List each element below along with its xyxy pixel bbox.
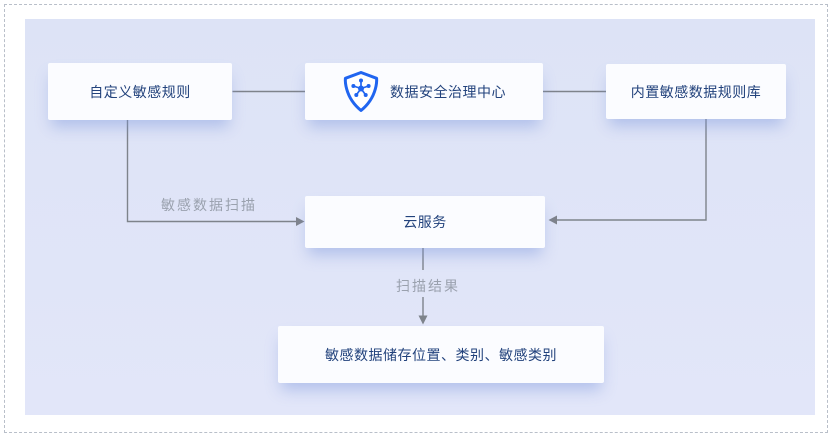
edge-label-sensitive-data-scan: 敏感数据扫描 <box>161 197 257 213</box>
molecule-glyph <box>351 78 371 97</box>
edge-label-scan-result: 扫描结果 <box>396 278 460 294</box>
node-data-security-governance-center-label: 数据安全治理中心 <box>390 83 506 100</box>
node-scan-result-output-label: 敏感数据储存位置、类别、敏感类别 <box>325 346 557 363</box>
node-builtin-sensitive-data-rule-library-label: 内置敏感数据规则库 <box>630 83 762 100</box>
node-data-security-governance-center: 数据安全治理中心 <box>305 63 543 120</box>
node-custom-sensitive-rules: 自定义敏感规则 <box>48 63 232 120</box>
node-builtin-sensitive-data-rule-library: 内置敏感数据规则库 <box>606 64 786 119</box>
node-scan-result-output: 敏感数据储存位置、类别、敏感类别 <box>278 326 604 383</box>
node-custom-sensitive-rules-label: 自定义敏感规则 <box>89 83 191 100</box>
shield-molecule-icon <box>343 70 379 112</box>
node-cloud-service: 云服务 <box>305 196 545 248</box>
node-cloud-service-label: 云服务 <box>403 214 447 230</box>
